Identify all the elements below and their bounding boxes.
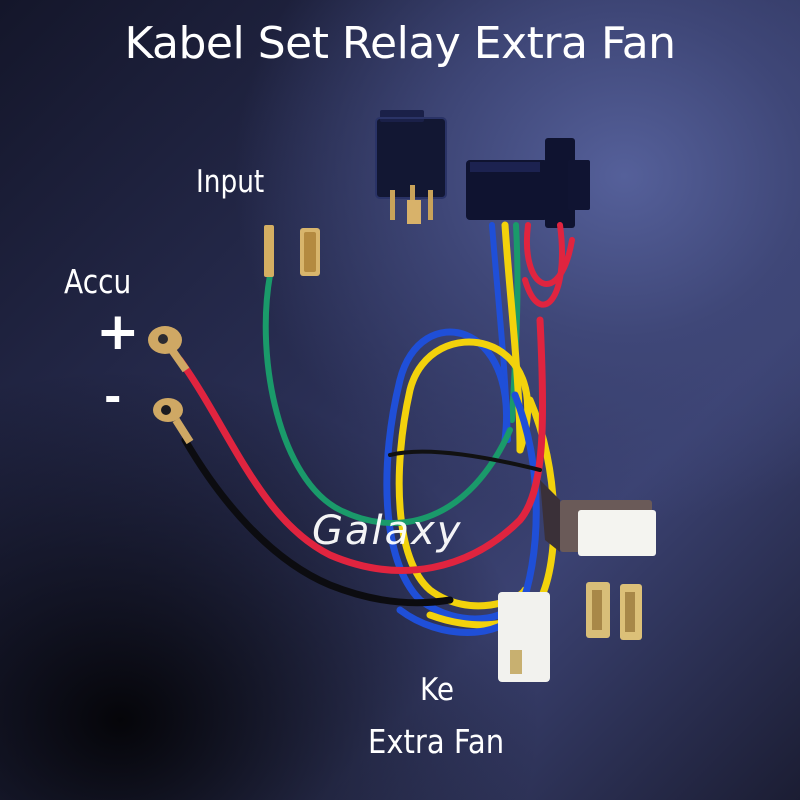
watermark-label: Galaxy bbox=[312, 508, 463, 554]
relay-socket-icon bbox=[466, 138, 590, 228]
input-label: Input bbox=[196, 164, 265, 200]
spare-female-terminals-icon bbox=[586, 582, 642, 640]
ke-label: Ke bbox=[420, 672, 455, 708]
spare-connector-housing-icon bbox=[540, 480, 656, 556]
negative-sign-label: - bbox=[104, 372, 122, 421]
fan-connector-icon bbox=[498, 592, 550, 682]
relay-icon bbox=[375, 110, 447, 224]
positive-sign-label: + bbox=[96, 302, 140, 362]
product-title: Kabel Set Relay Extra Fan bbox=[124, 18, 676, 69]
positive-ring-terminal-icon bbox=[148, 326, 190, 373]
accu-label: Accu bbox=[64, 262, 132, 301]
harness-wires bbox=[176, 221, 575, 636]
negative-ring-terminal-icon bbox=[153, 398, 194, 445]
extra-fan-label: Extra Fan bbox=[368, 722, 505, 761]
input-spade-terminal-icon bbox=[264, 225, 320, 277]
